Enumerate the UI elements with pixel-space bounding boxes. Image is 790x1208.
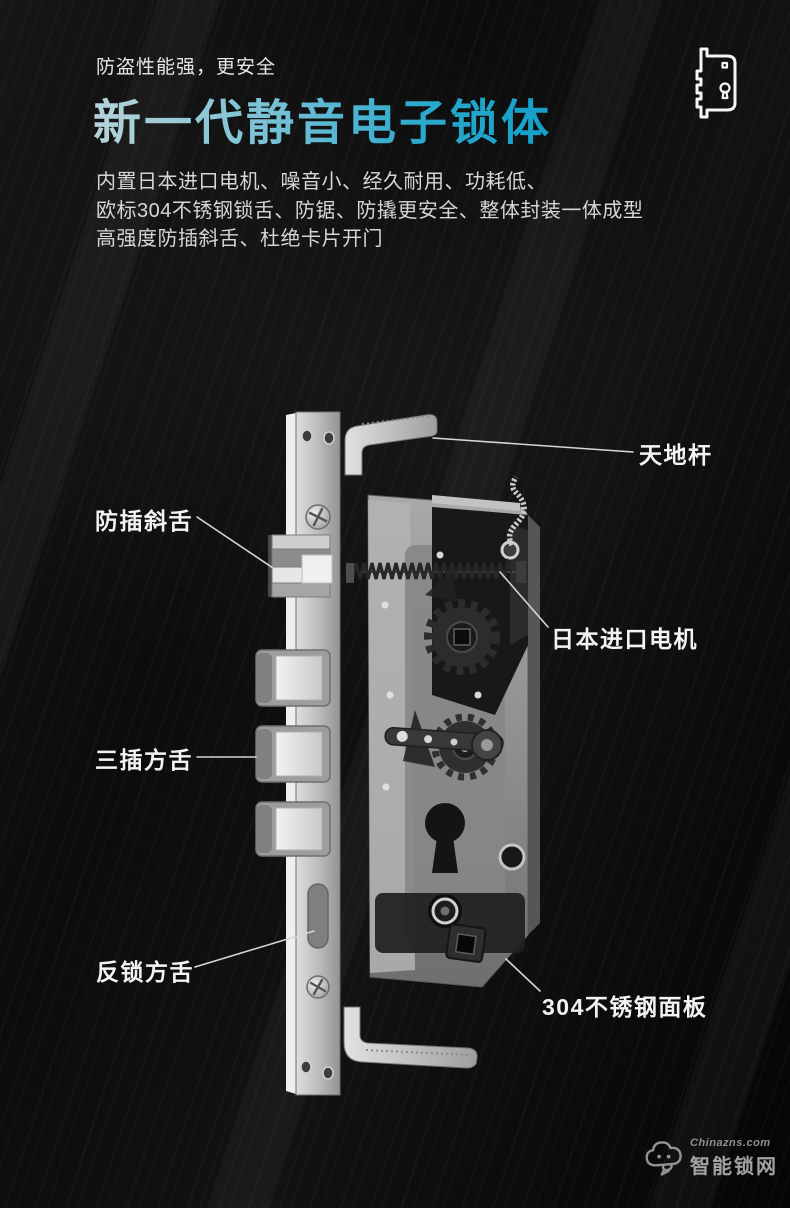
phillips-screw [306, 975, 330, 999]
watermark: Chinazns.com 智能锁网 [644, 1136, 778, 1180]
square-bolt [255, 725, 331, 783]
anti-pry-latch [268, 534, 333, 598]
bottom-linkage-hook [343, 1006, 478, 1069]
watermark-name: 智能锁网 [690, 1156, 778, 1178]
deadbolt-slot [307, 883, 329, 949]
callout-label-japan-motor: 日本进口电机 [551, 626, 698, 652]
phillips-screw [305, 504, 331, 530]
callout-label-square-bolts: 三插方舌 [95, 747, 193, 773]
tagline: 防盗性能强，更安全 [96, 57, 277, 78]
bearing [498, 843, 526, 871]
callout-label-tiandigan: 天地杆 [639, 442, 713, 468]
description-line: 内置日本进口电机、噪音小、经久耐用、功耗低、 [96, 171, 547, 193]
lock-body-illustration [255, 411, 540, 1096]
description-line: 高强度防插斜舌、杜绝卡片开门 [96, 228, 383, 250]
spindle-hole [445, 923, 487, 963]
callout-label-deadbolt: 反锁方舌 [96, 959, 194, 985]
cloud-robot-logo-icon [645, 1141, 682, 1176]
motor-cable [506, 475, 527, 547]
bottom-mechanism [375, 843, 526, 963]
watermark-site: Chinazns.com [690, 1137, 771, 1149]
keyhole-cutout [425, 803, 465, 873]
callout-label-steel-panel: 304不锈钢面板 [542, 994, 708, 1020]
page-title: 新一代静音电子锁体 [93, 83, 552, 153]
mortise-lock-outline-icon [684, 44, 744, 122]
square-bolt [255, 649, 331, 707]
callout-label-anti-pry-latch: 防插斜舌 [95, 508, 193, 534]
description-line: 欧标304不锈钢锁舌、防锯、防撬更安全、整体封装一体成型 [96, 199, 644, 222]
description: 内置日本进口电机、噪音小、经久耐用、功耗低、 欧标304不锈钢锁舌、防锯、防撬更… [96, 168, 643, 254]
gear-mechanism [381, 551, 504, 791]
square-bolt [255, 801, 331, 857]
top-linkage-hook [344, 414, 438, 476]
square-deadbolts [255, 649, 331, 857]
